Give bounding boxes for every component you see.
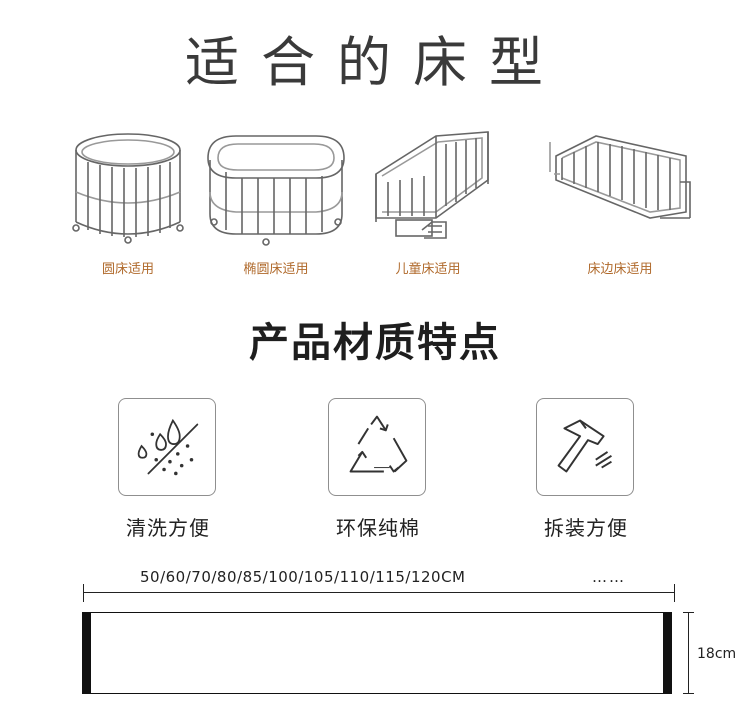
length-options: 50/60/70/80/85/100/105/110/115/120CM	[140, 568, 466, 586]
hammer-icon	[536, 398, 634, 496]
child-bed-icon	[366, 122, 526, 250]
feature-label-assembly: 拆装方便	[544, 516, 628, 540]
length-dimension-line	[83, 592, 675, 593]
height-tick-top	[683, 612, 694, 613]
bedside-crib-icon	[540, 122, 700, 250]
bed-label-oval: 椭圆床适用	[243, 262, 309, 277]
feature-label-cotton: 环保纯棉	[336, 516, 420, 540]
height-dimension-line	[688, 612, 689, 694]
recycle-icon	[328, 398, 426, 496]
oval-crib-icon	[196, 122, 356, 250]
water-drops-icon	[118, 398, 216, 496]
height-tick-bottom	[683, 693, 694, 694]
materials-title: 产品材质特点	[249, 320, 501, 366]
bed-label-child: 儿童床适用	[395, 262, 461, 277]
page-title: 适合的床型	[185, 31, 565, 94]
bumper-end-left	[82, 612, 91, 694]
length-tick-right	[674, 584, 675, 602]
feature-label-wash: 清洗方便	[126, 516, 210, 540]
bed-label-round: 圆床适用	[101, 262, 154, 277]
height-label: 18cm	[697, 646, 737, 662]
bed-label-bedside: 床边床适用	[587, 262, 653, 277]
length-tick-left	[83, 584, 84, 602]
round-crib-icon	[48, 122, 208, 250]
bumper-end-right	[663, 612, 672, 694]
length-more: ……	[592, 568, 626, 586]
bumper-outline	[82, 612, 672, 694]
